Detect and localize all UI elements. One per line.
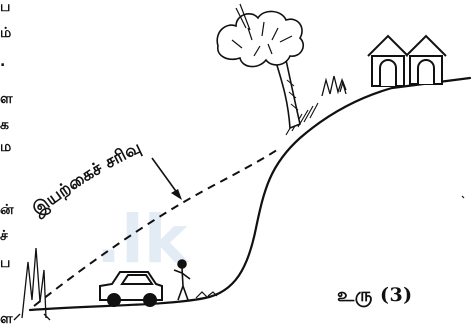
- edge-tick: [462, 196, 464, 198]
- house-left: [368, 36, 408, 86]
- tree-trunk: [276, 60, 300, 128]
- houses: [368, 36, 446, 86]
- watermark-text: .lk: [96, 201, 190, 278]
- label-arrow-line: [152, 158, 178, 194]
- label-arrowhead: [171, 189, 182, 200]
- tree-foliage: [217, 11, 303, 66]
- tree: [217, 4, 303, 128]
- shrubs: [322, 76, 346, 96]
- house-right: [406, 36, 446, 84]
- figure-caption: உரு (3): [337, 284, 413, 309]
